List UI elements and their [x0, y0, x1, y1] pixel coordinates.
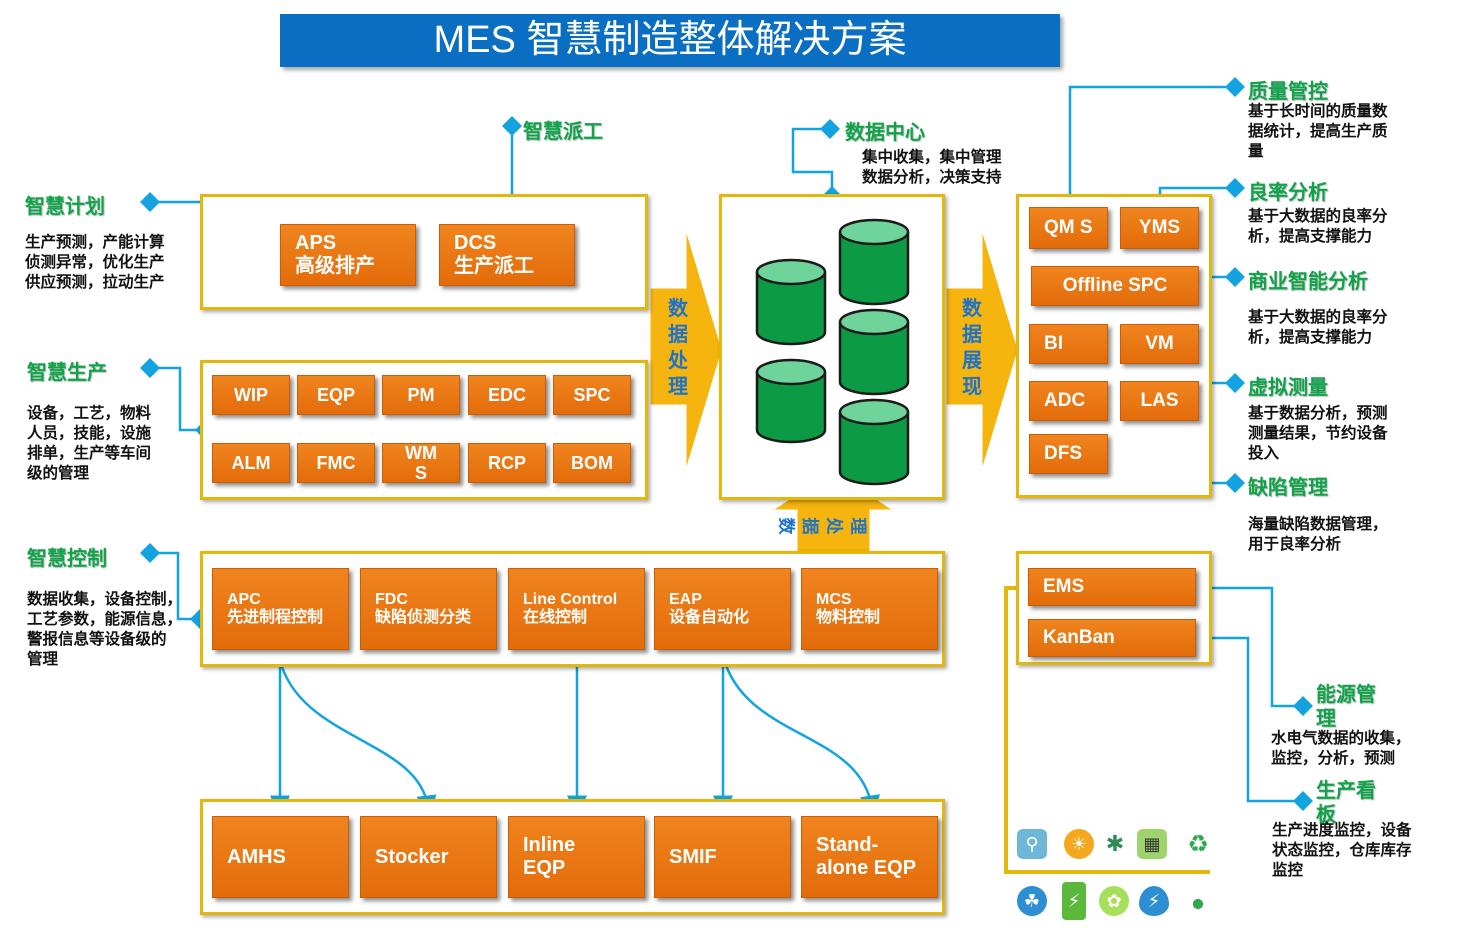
dfs-block: DFS: [1029, 434, 1108, 474]
quality-desc: 基于长时间的质量数据统计，提高生产质量: [1248, 103, 1388, 160]
wip-block: WIP: [212, 375, 290, 415]
kanban-desc: 生产进度监控，设备状态监控，仓库库存监控: [1272, 822, 1412, 879]
bi-desc: 基于大数据的良率分析，提高支撑能力: [1248, 309, 1388, 346]
solar-panel-icon: ▦: [1137, 829, 1167, 859]
yms-block: YMS: [1120, 207, 1199, 249]
yield-desc: 基于大数据的良率分析，提高支撑能力: [1248, 208, 1388, 245]
db-cylinder-icon: [755, 358, 827, 444]
production-desc: 设备，工艺，物料人员，技能，设施排单，生产等车间级的管理: [27, 405, 152, 482]
production-label: 智慧生产: [27, 362, 107, 384]
ems-block: EMS: [1028, 568, 1196, 606]
adc-block: ADC: [1029, 381, 1108, 421]
control-label: 智慧控制: [27, 548, 107, 570]
wind-turbine-icon: ✱: [1100, 829, 1130, 859]
qms-block: QM S: [1029, 207, 1108, 249]
spc-block: SPC: [553, 375, 631, 415]
bom-block: BOM: [553, 443, 631, 483]
earth-plant-icon: ☘: [1017, 886, 1047, 916]
smif-block: SMIF: [654, 816, 791, 898]
energy-label: 能源管理: [1316, 684, 1376, 730]
data-center-label: 数据中心: [845, 122, 925, 144]
recycle-icon: ♻: [1183, 829, 1213, 859]
wms-block: WM S: [382, 443, 460, 483]
bi-label: 商业智能分析: [1248, 271, 1368, 293]
dispatch-label: 智慧派工: [523, 121, 603, 143]
battery-icon: ⚡: [1062, 882, 1086, 920]
stocker-block: Stocker: [360, 816, 497, 898]
rcp-block: RCP: [468, 443, 546, 483]
db-cylinder-icon: [755, 258, 827, 346]
bi-block: BI: [1029, 324, 1108, 364]
offline-spc-block: Offline SPC: [1031, 266, 1199, 306]
vm-block: VM: [1120, 324, 1199, 364]
vm-label: 虚拟测量: [1248, 377, 1328, 399]
alm-block: ALM: [212, 443, 290, 483]
plan-desc: 生产预测，产能计算侦测异常，优化生产供应预测，拉动生产: [25, 234, 165, 291]
kanban-block: KanBan: [1028, 619, 1196, 657]
fmc-block: FMC: [297, 443, 375, 483]
quality-label: 质量管控: [1248, 81, 1328, 103]
pm-block: PM: [382, 375, 460, 415]
energy-desc: 水电气数据的收集，监控，分析，预测: [1271, 730, 1411, 767]
yield-label: 良率分析: [1248, 182, 1328, 204]
eco-bulb-icon: ✿: [1099, 886, 1129, 916]
vm-desc: 基于数据分析，预测测量结果，节约设备投入: [1248, 405, 1388, 462]
eqp-block: EQP: [297, 375, 375, 415]
db-cylinder-icon: [838, 218, 910, 306]
db-cylinder-icon: [838, 308, 910, 396]
display-arrow-text: 数据展现: [962, 298, 982, 398]
defect-desc: 海量缺陷数据管理，用于良率分析: [1248, 516, 1388, 553]
edc-block: EDC: [468, 375, 546, 415]
data-center-desc: 集中收集，集中管理数据分析，决策支持: [862, 149, 1002, 186]
control-desc: 数据收集，设备控制，工艺参数，能源信息，警报信息等设备级的管理: [27, 591, 183, 668]
sun-icon: ☀: [1064, 829, 1094, 859]
process-arrow-text: 数据处理: [668, 298, 688, 398]
defect-label: 缺陷管理: [1248, 477, 1328, 499]
page-title: MES 智慧制造整体解决方案: [280, 14, 1060, 67]
las-block: LAS: [1120, 381, 1199, 421]
standalone-eqp-block: Stand-alone EQP: [801, 816, 938, 898]
faucet-icon: ⚲: [1017, 829, 1047, 859]
plan-label: 智慧计划: [25, 196, 105, 218]
amhs-block: AMHS: [212, 816, 349, 898]
db-cylinder-icon: [838, 398, 910, 486]
water-drop-icon: ⚡: [1139, 886, 1169, 916]
bicycle-icon: ⚫: [1183, 890, 1213, 920]
kanban-label: 生产看板: [1316, 780, 1376, 826]
